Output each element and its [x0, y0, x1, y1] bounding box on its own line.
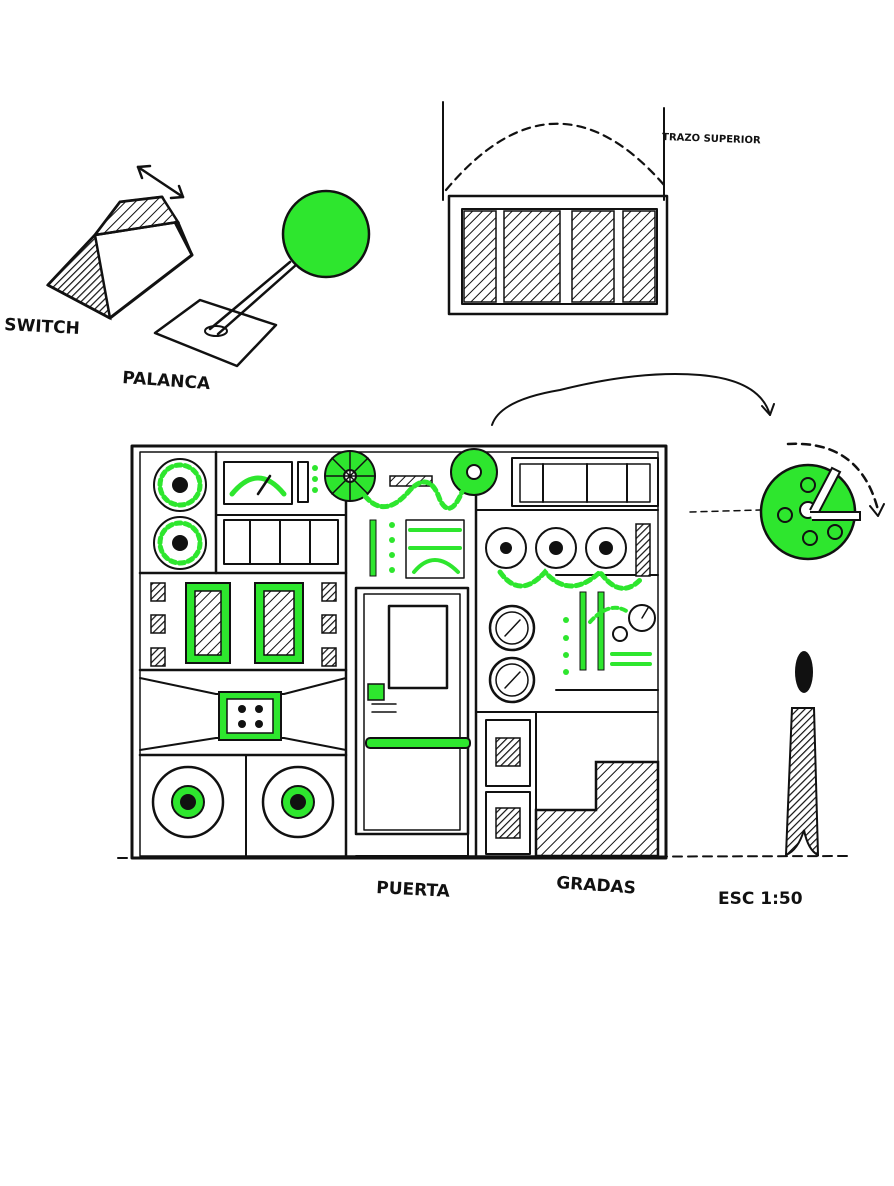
human-scale-figure [784, 651, 820, 857]
palanca-sketch [153, 189, 371, 368]
scale-label: ESC 1:50 [718, 889, 803, 909]
door-puerta [354, 586, 471, 857]
trazo-superior-label: TRAZO SUPERIOR [662, 132, 761, 146]
arrow-to-wheel [491, 373, 771, 426]
stairs-gradas [534, 711, 660, 858]
switch-label: SWITCH [4, 315, 81, 339]
ground-line [117, 855, 851, 859]
wheel-detail [689, 442, 885, 561]
puerta-label: PUERTA [376, 878, 451, 902]
palanca-label: PALANCA [122, 368, 212, 394]
window-top-stroke-sketch [442, 101, 669, 316]
switch-sketch [45, 164, 194, 321]
control-panel-elevation [130, 444, 668, 860]
gradas-label: GRADAS [556, 873, 637, 899]
